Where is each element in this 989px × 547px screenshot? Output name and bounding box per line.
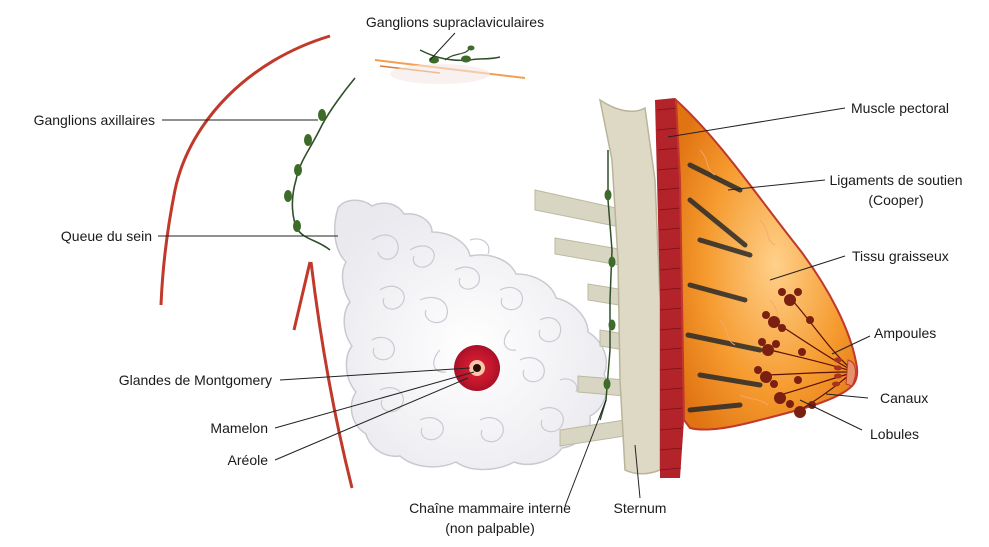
label-canaux: Canaux	[880, 390, 928, 406]
label-queue-du-sein: Queue du sein	[0, 228, 152, 244]
label-tissu-graisseux: Tissu graisseux	[852, 248, 949, 264]
label-areole: Aréole	[0, 452, 268, 468]
label-ampoules: Ampoules	[874, 325, 936, 341]
label-glandes-de-montgomery: Glandes de Montgomery	[0, 372, 272, 388]
sternum-bone	[600, 100, 660, 474]
label-sternum: Sternum	[600, 500, 680, 516]
label-lobules: Lobules	[870, 426, 919, 442]
label-mamelon: Mamelon	[0, 420, 268, 436]
clavicle	[375, 60, 525, 84]
label-cooper: (Cooper)	[816, 192, 976, 208]
label-chaine-mammaire-interne: Chaîne mammaire interne	[390, 500, 590, 516]
label-non-palpable: (non palpable)	[390, 520, 590, 536]
label-ganglions-supraclaviculaires: Ganglions supraclaviculaires	[345, 14, 565, 30]
label-ligaments-de-soutien: Ligaments de soutien	[816, 172, 976, 188]
areola-nipple	[454, 345, 500, 391]
label-ganglions-axillaires: Ganglions axillaires	[0, 112, 155, 128]
supraclavicular-nodes	[420, 46, 500, 64]
label-muscle-pectoral: Muscle pectoral	[851, 100, 949, 116]
